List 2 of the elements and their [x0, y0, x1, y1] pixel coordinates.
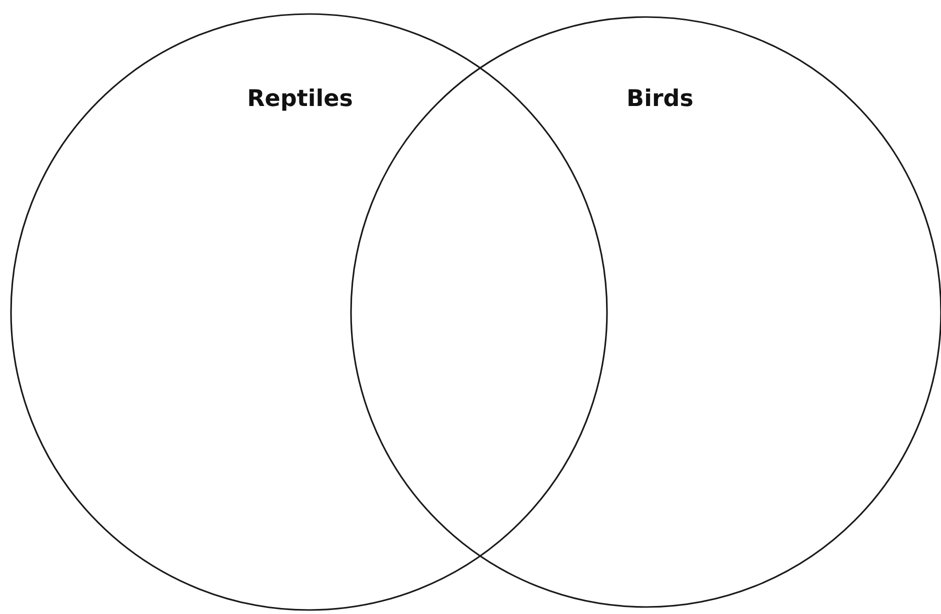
set-label: Reptiles: [247, 86, 353, 112]
set-label: Birds: [626, 86, 694, 112]
